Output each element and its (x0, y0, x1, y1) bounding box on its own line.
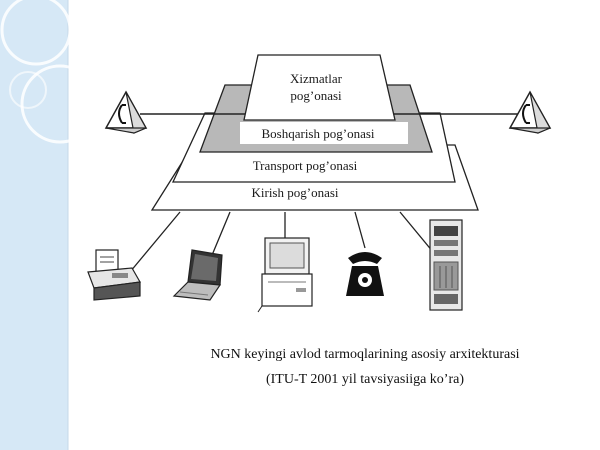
control-layer-label: Boshqarish pog’onasi (261, 126, 374, 141)
fax-icon (87, 249, 141, 301)
access-layer-label: Kirish pog’onasi (251, 185, 338, 200)
phone-pyramid-right-icon (508, 90, 552, 134)
decorative-sidebar (0, 0, 100, 450)
transport-layer-label: Transport pog’onasi (253, 158, 358, 173)
caption-source: (ITU-T 2001 yil tavsiyasiiga ko’ra) (265, 372, 465, 387)
services-layer-label-line2: pog’onasi (290, 88, 342, 103)
caption-title: NGN keyingi avlod tarmoqlarining asosiy … (210, 347, 520, 362)
server-icon (429, 219, 463, 311)
phone-pyramid-left-icon (104, 90, 148, 134)
control-label-strip (240, 122, 408, 144)
telephone-icon (346, 252, 384, 296)
services-layer (243, 54, 396, 121)
services-layer-label-line1: Xizmatlar (290, 71, 343, 86)
desktop-computer-icon (257, 237, 313, 313)
laptop-icon (172, 249, 223, 301)
